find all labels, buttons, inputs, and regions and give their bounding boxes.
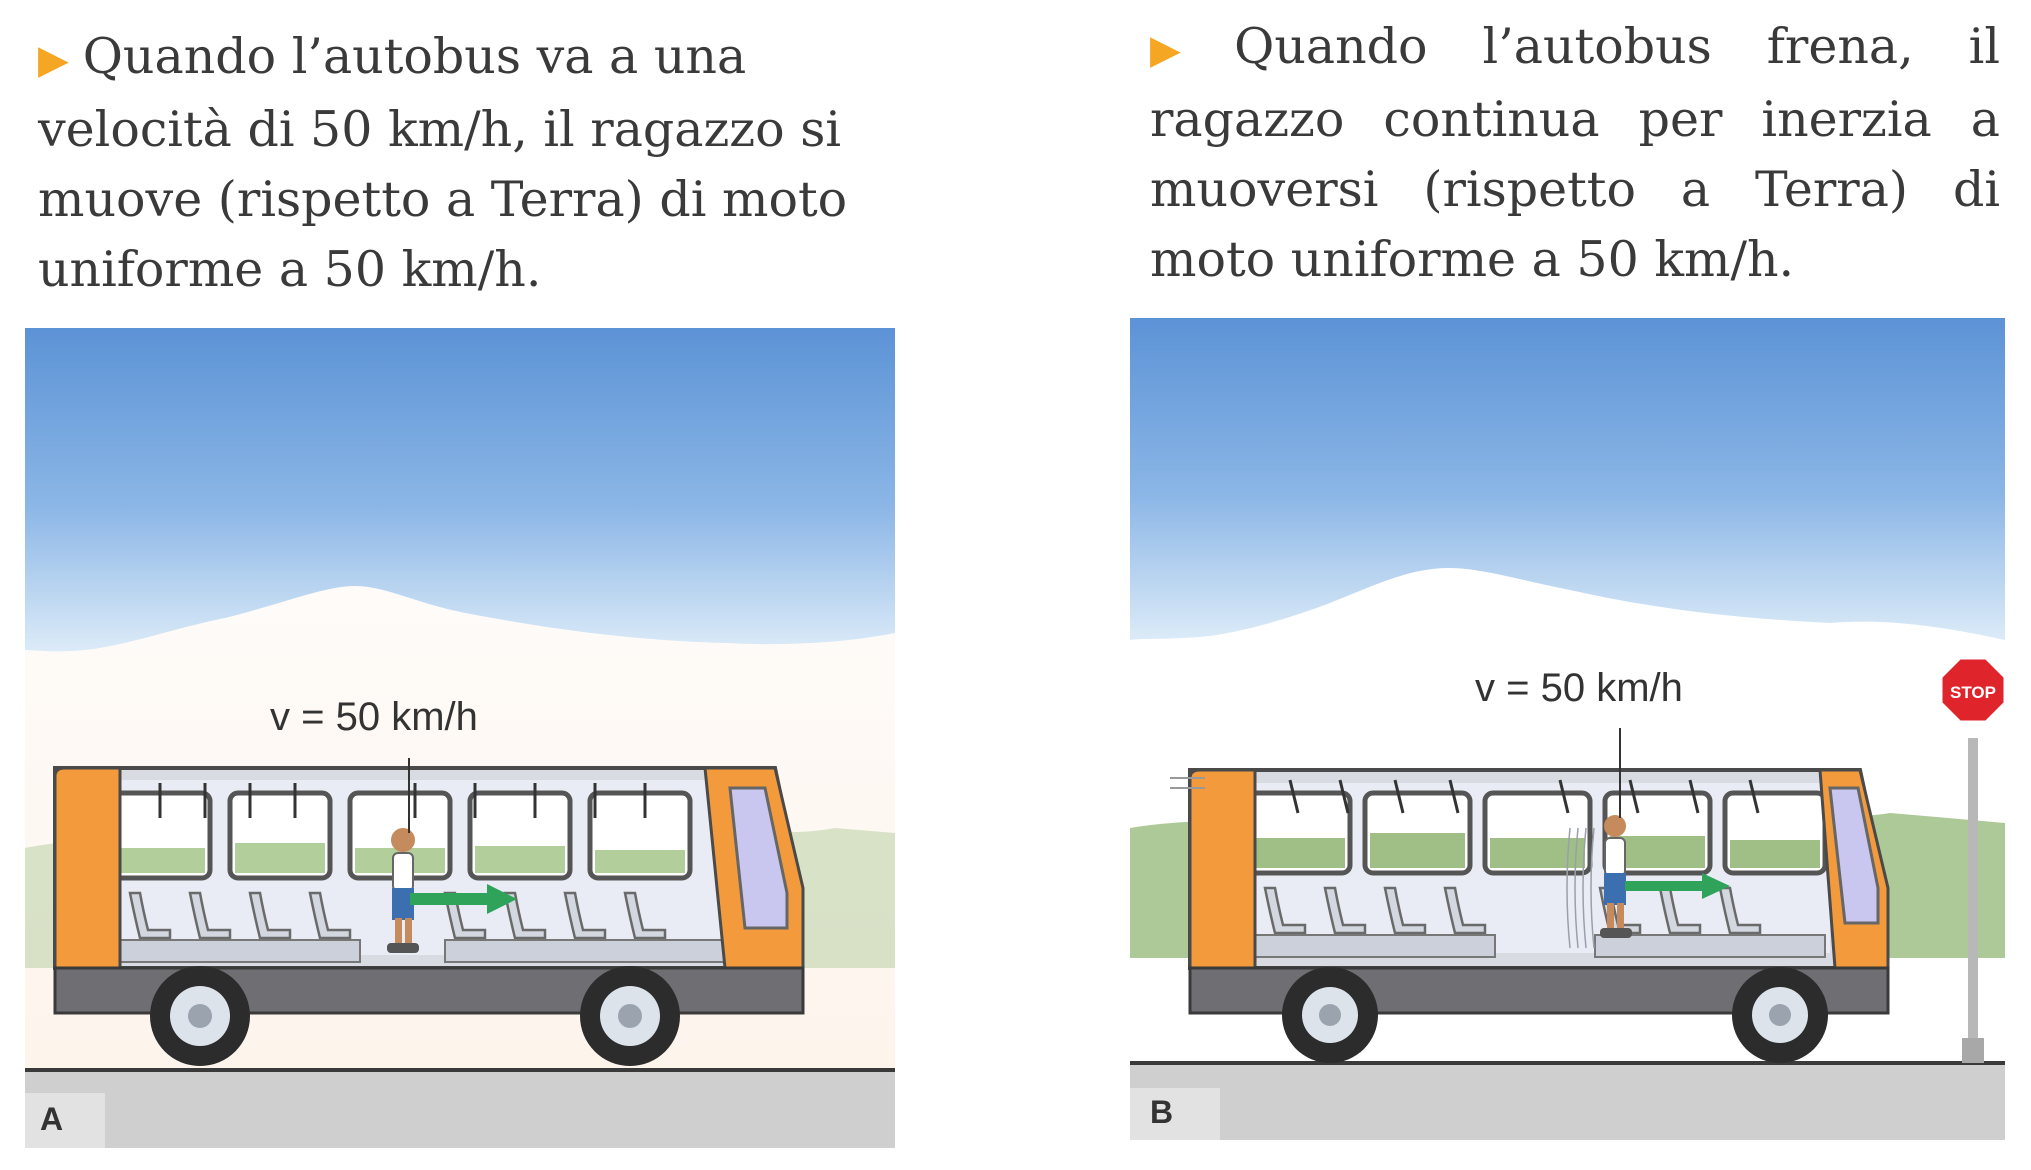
- panel-letter-a: A: [40, 1101, 63, 1137]
- panel-a-illustration: A: [25, 328, 895, 1148]
- caption-b-text: Quando l’autobus frena, il ragazzo conti…: [1150, 18, 2001, 288]
- road-line: [1130, 1061, 2005, 1065]
- panel-a-svg: A: [25, 328, 895, 1148]
- seat-bench-left: [119, 939, 361, 963]
- wheel-front: [1732, 967, 1828, 1063]
- bus: [53, 766, 805, 1066]
- caption-a-text: Quando l’autobus va a una velocità di 50…: [38, 28, 848, 298]
- triangle-bullet-icon: ▶: [38, 37, 69, 83]
- window-trees: [1250, 833, 1820, 868]
- velocity-arrow-a: [410, 884, 517, 914]
- road: [25, 1070, 895, 1148]
- seat-bench-left: [1254, 934, 1496, 958]
- velocity-label-b: v = 50 km/h: [1475, 666, 1683, 710]
- velocity-arrow-b: [1625, 873, 1730, 899]
- letter-box: [25, 1093, 105, 1148]
- seat-bench-right: [1594, 934, 1826, 958]
- panel-b-illustration: B STOP: [1130, 318, 2007, 1140]
- stop-sign: STOP: [1939, 656, 2007, 1063]
- road-line: [25, 1068, 895, 1072]
- window-trees: [115, 843, 685, 873]
- bus-rear-orange: [1188, 768, 1257, 970]
- bus-rear-orange: [53, 766, 122, 970]
- triangle-bullet-icon: ▶: [1150, 27, 1221, 73]
- caption-b: ▶Quando l’autobus frena, il ragazzo cont…: [1150, 12, 2000, 295]
- panel-b-svg: B STOP: [1130, 318, 2007, 1140]
- caption-a: ▶Quando l’autobus va a una velocità di 5…: [38, 22, 908, 305]
- hand-straps: [158, 783, 647, 818]
- motion-lines: [1170, 777, 1205, 789]
- letter-box: [1130, 1088, 1220, 1140]
- seat-bench-right: [444, 939, 726, 963]
- sky: [25, 328, 895, 652]
- wheel-front: [580, 966, 680, 1066]
- panel-letter-b: B: [1150, 1094, 1173, 1130]
- bus: [1170, 768, 1890, 1063]
- windshield: [1828, 786, 1880, 925]
- wheel-rear: [150, 966, 250, 1066]
- windshield: [728, 786, 789, 930]
- road: [1130, 1063, 2005, 1140]
- velocity-label-a: v = 50 km/h: [270, 695, 478, 739]
- hand-straps: [1288, 779, 1760, 814]
- wheel-rear: [1282, 967, 1378, 1063]
- boy-figure: [387, 828, 419, 953]
- stop-sign-text: STOP: [1950, 683, 1996, 702]
- sky: [1130, 318, 2005, 640]
- motion-blur-lines: [1566, 827, 1595, 949]
- boy-figure: [1566, 815, 1632, 949]
